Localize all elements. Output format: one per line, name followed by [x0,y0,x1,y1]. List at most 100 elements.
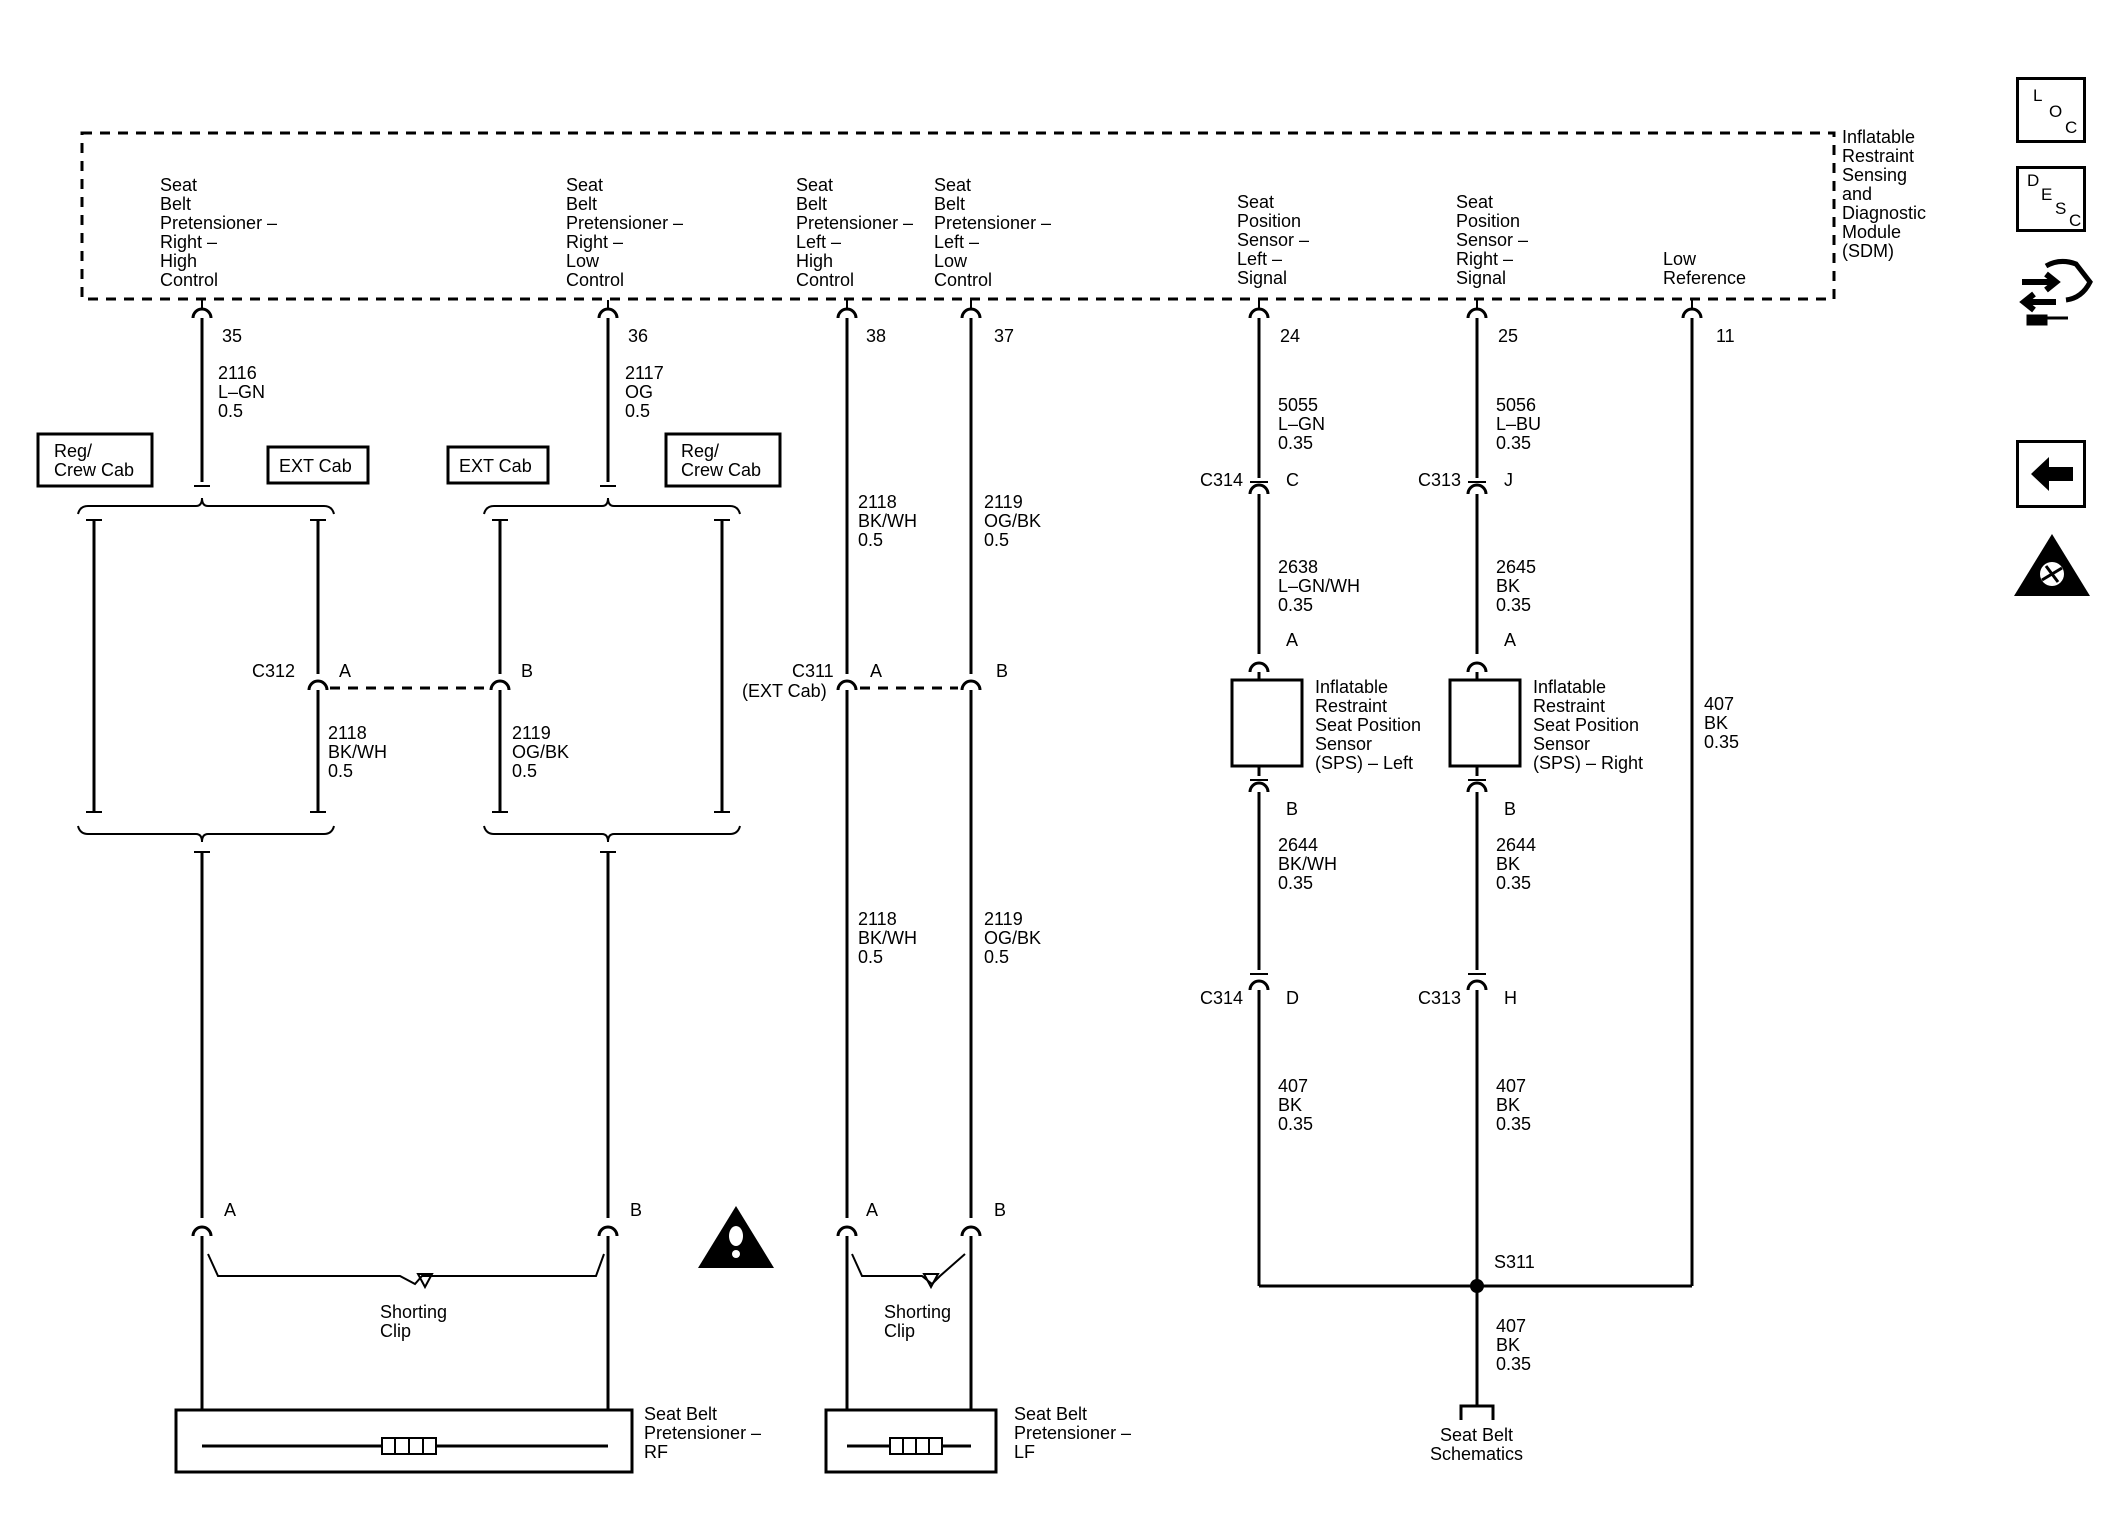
pin-36: 36 [628,326,648,346]
option-ext-cab-right [446,445,550,485]
sps-right-pin-a: A [1504,630,1516,650]
function-rf-low-control: Seat Belt Pretensioner – Right – Low Con… [566,175,688,290]
rf-terminal-b [597,1225,619,1237]
sps-right-label: Inflatable Restraint Seat Position Senso… [1533,677,1644,773]
splice-s311 [1470,1279,1484,1293]
c312-pin-a: A [339,661,351,681]
sps-left-label: Inflatable Restraint Seat Position Senso… [1315,677,1426,773]
pin-35: 35 [222,326,242,346]
sdm-name: Inflatable Restraint Sensing and Diagnos… [1842,127,1931,261]
location-icon-letter-c: C [2065,118,2078,137]
c314-pin-c: C [1286,470,1299,490]
c313-pin-h: H [1504,988,1517,1008]
wire-2118-lf-upper-label: 2118 BK/WH 0.5 [858,492,922,550]
esd-caution-icon[interactable] [2012,530,2092,600]
wire-2644-left-label: 2644 BK/WH 0.35 [1278,835,1342,893]
warning-icon[interactable] [698,1206,774,1268]
splice-s311-label: S311 [1494,1252,1535,1272]
c313-terminal-j [1466,483,1488,495]
brace-bottom-right [483,825,741,843]
option-reg-crew-cab-left-label: Reg/ Crew Cab [54,441,134,480]
sdm-module-outline [80,131,1836,301]
pin-11: 11 [1716,326,1735,346]
description-icon-letter-e: E [2041,185,2053,204]
wire-2119-lf-upper-label: 2119 OG/BK 0.5 [984,492,1046,550]
ground-reference-symbol [1459,1404,1495,1420]
pin-connectors [191,300,1703,319]
function-rf-high-control: Seat Belt Pretensioner – Right – High Co… [160,175,282,290]
connector-end-view-icon[interactable] [2016,254,2094,334]
function-sps-left-signal: Seat Position Sensor – Left – Signal [1237,192,1314,288]
description-icon-letter-s: S [2055,199,2067,218]
shorting-clip-rf [207,1253,605,1286]
function-lf-low-control: Seat Belt Pretensioner – Left – Low Cont… [934,175,1056,290]
option-reg-crew-cab-left [36,432,154,488]
sps-left-sensor [1230,678,1304,768]
description-icon-letter-d: D [2027,171,2040,190]
rf-pin-a: A [224,1200,236,1220]
c314-terminal-c [1248,483,1270,495]
c311-pin-b: B [996,661,1008,681]
location-icon-letter-l: L [2033,86,2043,105]
wire-5055-label: 5055 L–GN 0.35 [1278,395,1330,453]
wire-407-low-reference-label: 407 BK 0.35 [1704,694,1739,752]
c311-pin-a: A [870,661,882,681]
wire-2119-c312-label: 2119 OG/BK 0.5 [512,723,574,781]
wire-2645-label: 2645 BK 0.35 [1496,557,1541,615]
option-ext-cab-right-label: EXT Cab [459,456,532,476]
wire-2117-label: 2117 OG 0.5 [625,363,669,421]
c312-terminal-b [489,679,511,691]
pin-37: 37 [994,326,1014,346]
function-low-reference: Low Reference [1663,249,1746,288]
option-reg-crew-cab-right-label: Reg/ Crew Cab [681,441,761,480]
sps-left-pin-b: B [1286,799,1298,819]
location-icon-letter-o: O [2049,102,2063,121]
connector-c314-top: C314 [1200,470,1243,490]
wire-2644-right-label: 2644 BK 0.35 [1496,835,1541,893]
pretensioner-rf-box [174,1408,634,1474]
lf-terminal-a [836,1225,858,1237]
sps-right-terminal-b [1466,781,1488,793]
pin-24: 24 [1280,326,1300,346]
option-reg-crew-cab-right [664,432,782,488]
rf-terminal-a [191,1225,213,1237]
description-icon-letter-c: C [2069,211,2082,230]
c313-terminal-h [1466,979,1488,991]
wire-407-ground-label: 407 BK 0.35 [1496,1316,1531,1374]
pin-25: 25 [1498,326,1518,346]
ground-reference-label: Seat Belt Schematics [1430,1425,1523,1464]
c312-terminal-a [307,679,329,691]
wire-5056-label: 5056 L–BU 0.35 [1496,395,1546,453]
lf-terminal-b [960,1225,982,1237]
brace-top-left [77,497,335,515]
connector-c312: C312 [252,661,295,681]
option-ext-cab-left [266,445,370,485]
brace-top-right [483,497,741,515]
back-arrow-icon[interactable] [2016,440,2086,508]
wire-2119-lf-lower-label: 2119 OG/BK 0.5 [984,909,1046,967]
option-ext-cab-left-label: EXT Cab [279,456,352,476]
brace-bottom-left [77,825,335,843]
description-icon[interactable]: D E S C [2016,166,2086,232]
c311-terminal-a [836,679,858,691]
wire-2118-c312-label: 2118 BK/WH 0.5 [328,723,392,781]
wire-2638-label: 2638 L–GN/WH 0.35 [1278,557,1365,615]
function-lf-high-control: Seat Belt Pretensioner – Left – High Con… [796,175,918,290]
lf-pin-a: A [866,1200,878,1220]
connector-c313-bottom: C313 [1418,988,1461,1008]
wire-407-right-label: 407 BK 0.35 [1496,1076,1531,1134]
sps-left-terminal-a [1248,661,1270,673]
location-icon[interactable]: L O C [2016,77,2086,143]
connector-c314-bottom: C314 [1200,988,1243,1008]
connector-c313-top: C313 [1418,470,1461,490]
shorting-clip-lf-label: Shorting Clip [884,1302,956,1341]
c314-pin-d: D [1286,988,1299,1008]
sps-left-terminal-b [1248,781,1270,793]
c311-terminal-b [960,679,982,691]
pin-38: 38 [866,326,886,346]
c314-terminal-d [1248,979,1270,991]
rf-pin-b: B [630,1200,642,1220]
pretensioner-rf-label: Seat Belt Pretensioner – RF [644,1404,766,1462]
c313-pin-j: J [1504,470,1513,490]
